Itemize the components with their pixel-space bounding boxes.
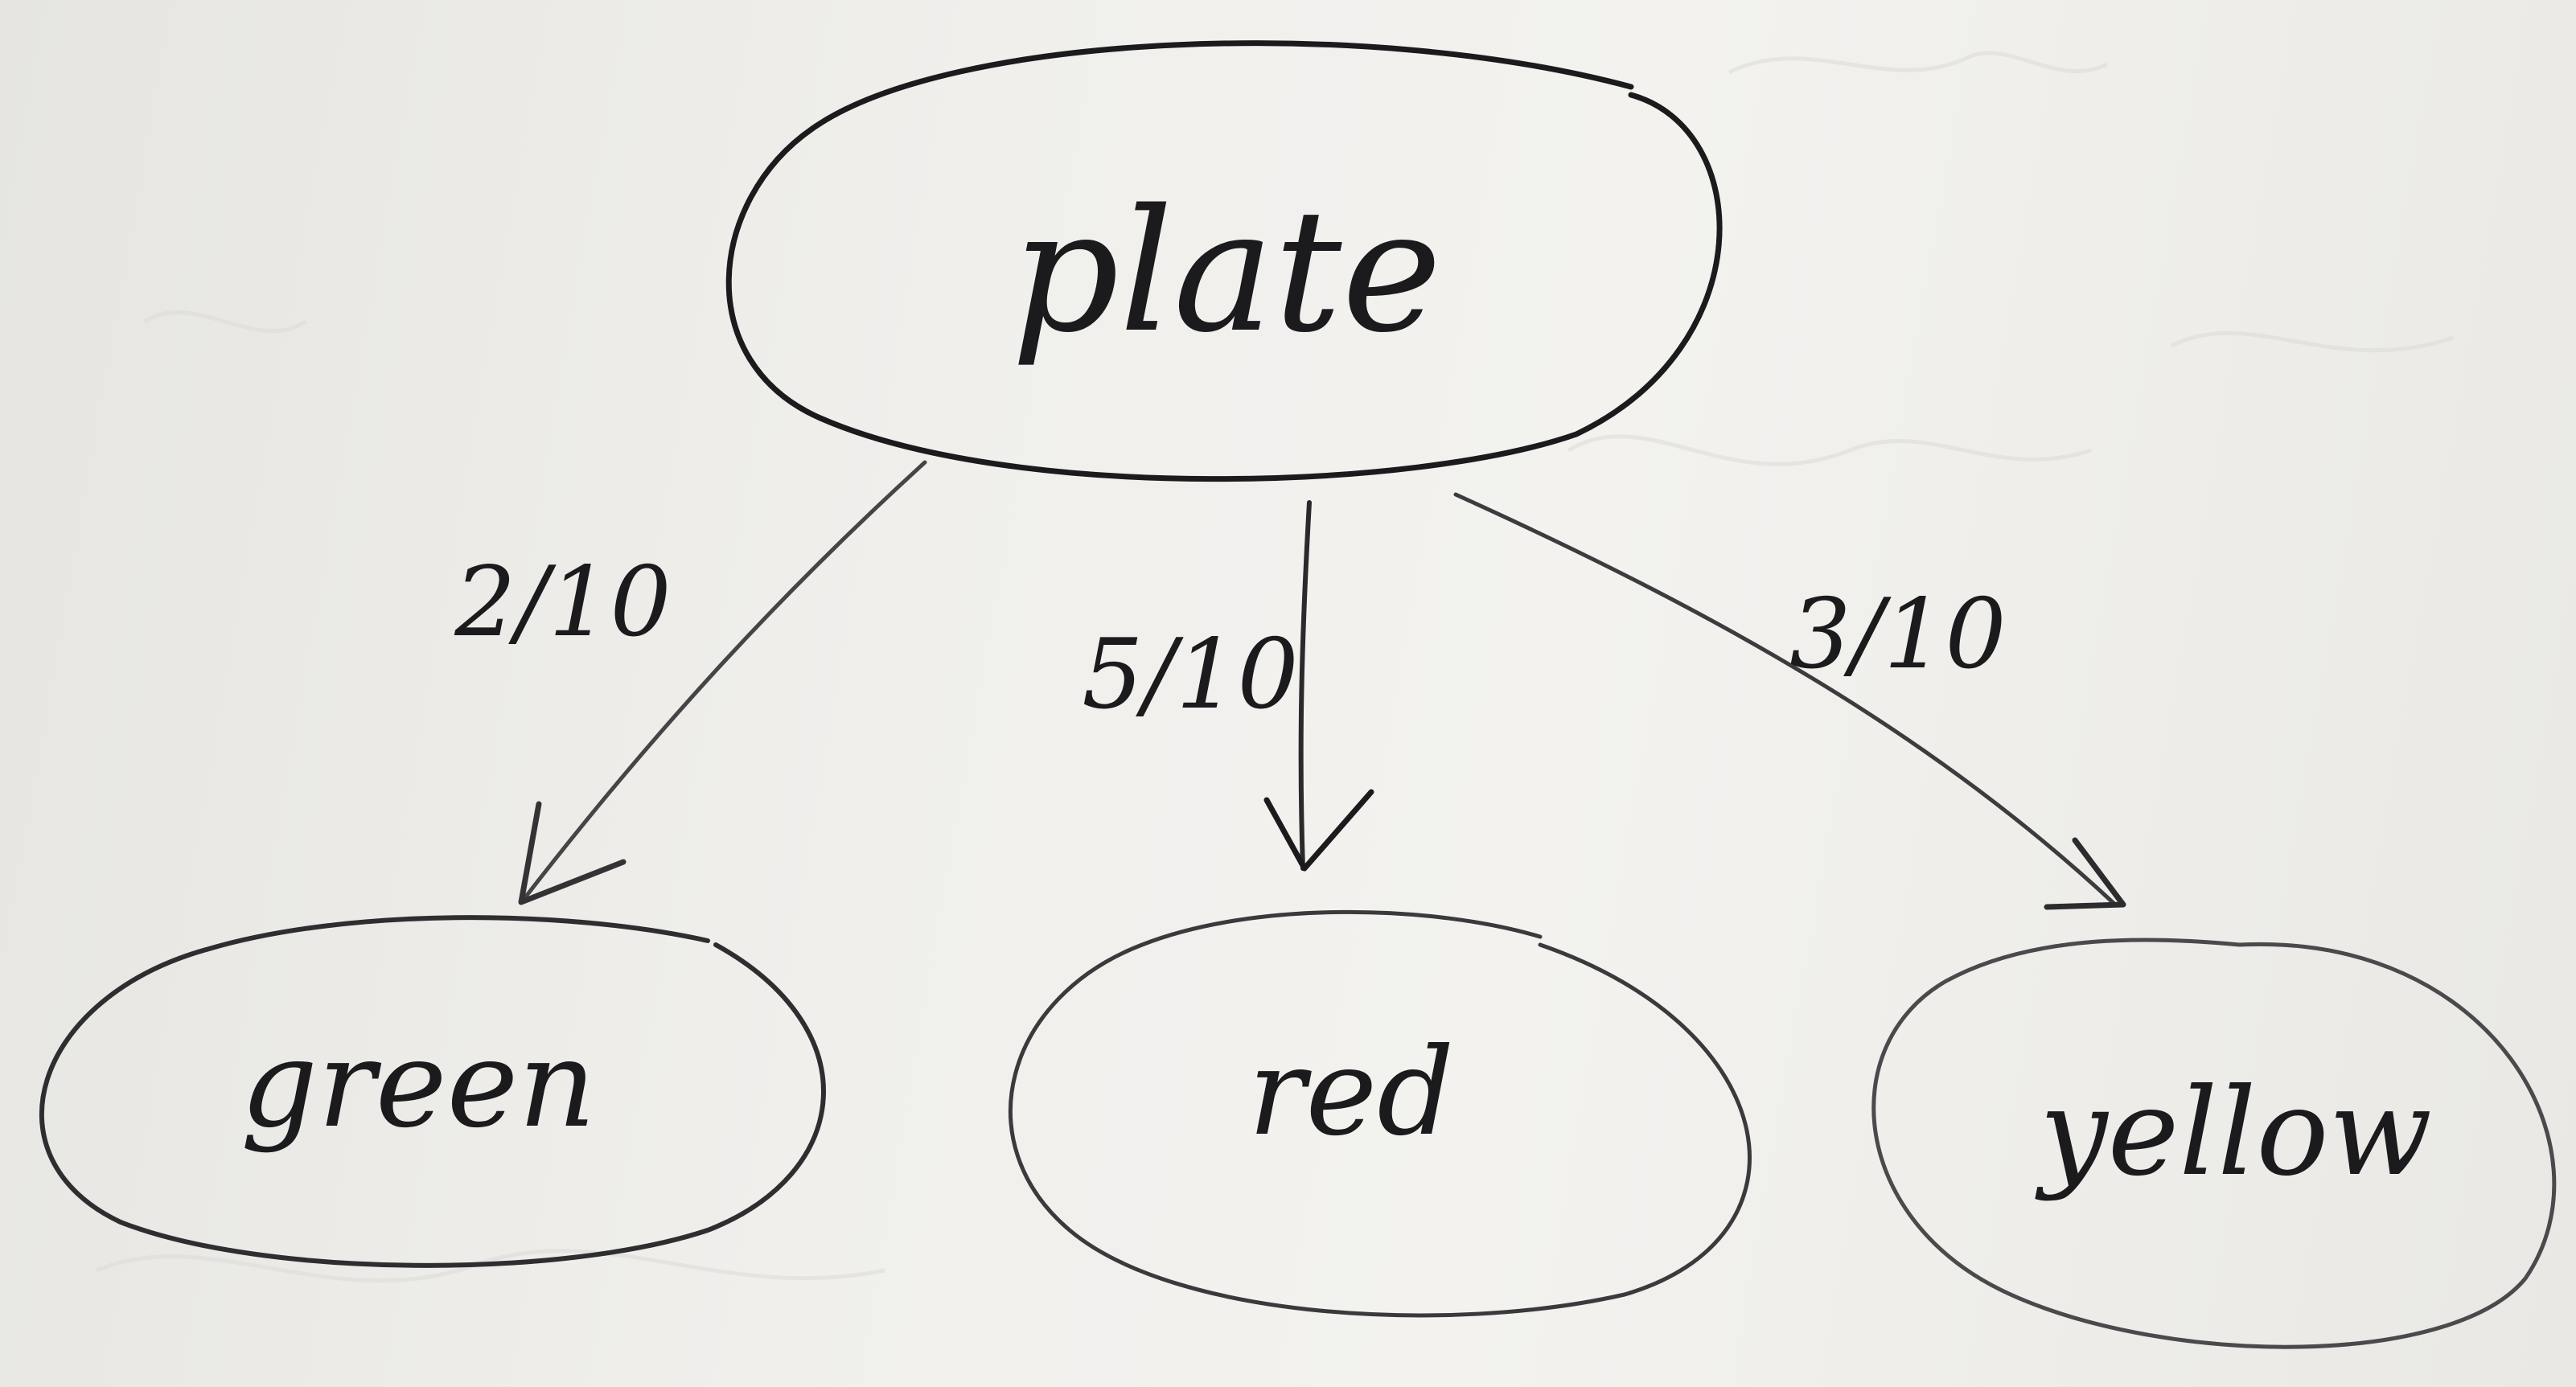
edge-to-yellow-label: 3/10	[1789, 579, 2006, 691]
edge-to-green-line	[520, 460, 927, 903]
edge-to-yellow-line	[1453, 492, 2118, 907]
edge-to-red-arrowhead	[1263, 789, 1374, 872]
edge-to-yellow-arrowhead	[2044, 837, 2126, 910]
edge-to-green-label: 2/10	[454, 547, 671, 659]
root-node-label: plate	[1011, 173, 1441, 370]
edge-to-red-line	[1298, 500, 1312, 871]
root-node-ellipse	[725, 40, 1723, 482]
yellow-node-ellipse	[1871, 938, 2557, 1349]
red-node-label: red	[1248, 1023, 1455, 1163]
edge-to-green-arrowhead	[518, 801, 627, 905]
edge-to-red-label: 5/10	[1082, 619, 1298, 731]
green-node-ellipse	[39, 915, 826, 1268]
yellow-node-label: yellow	[2035, 1063, 2432, 1203]
green-node-label: green	[240, 1015, 596, 1155]
red-node-ellipse	[1009, 909, 1752, 1318]
